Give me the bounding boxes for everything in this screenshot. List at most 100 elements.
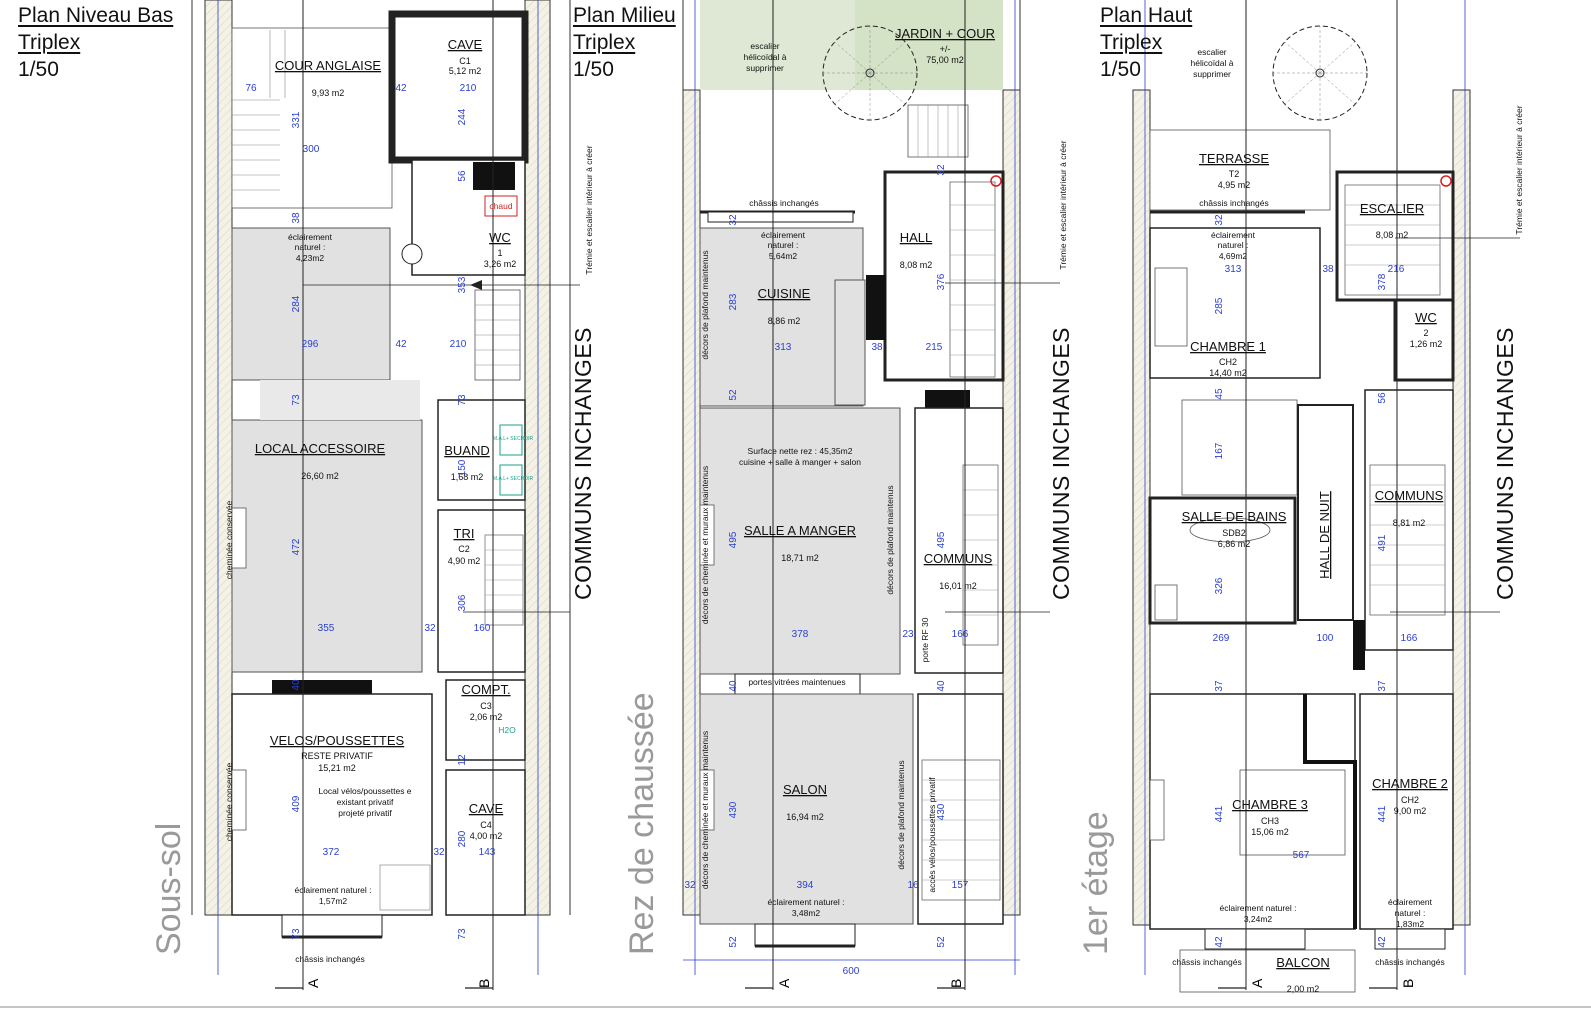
room-name: SALLE DE BAINS [1182, 509, 1287, 524]
plan-scale: 1/50 [18, 58, 59, 81]
room-name: HALL DE NUIT [1317, 491, 1332, 579]
room-area: 4,00 m2 [470, 831, 503, 841]
dimension: 160 [474, 623, 491, 634]
room-code: CH3 [1261, 816, 1279, 826]
note: naturel : [768, 240, 799, 250]
plan3-title-block: Plan Haut Triplex 1/50 [1100, 2, 1192, 83]
room-name: CHAMBRE 1 [1190, 339, 1266, 354]
room-code: C1 [459, 56, 471, 66]
note: décors de plafond maintenus [885, 485, 895, 594]
room-name: WC [1415, 310, 1437, 325]
room-note: RESTE PRIVATIF [301, 751, 373, 761]
note: hélicoïdal à [1190, 58, 1233, 68]
room-area: 9,93 m2 [312, 88, 345, 98]
dimension: 355 [318, 623, 335, 634]
plan1-dimensions: 76 331 300 42 210 244 56 38 284 296 42 2… [245, 83, 495, 940]
dimension: 37 [1377, 680, 1388, 692]
dimension: 296 [302, 339, 319, 350]
dimension: 52 [728, 936, 739, 948]
dimension: 441 [1214, 805, 1225, 822]
note: portes vitrées maintenues [748, 677, 845, 687]
dimension: 23 [902, 629, 914, 640]
room-area: 6,86 m2 [1218, 539, 1251, 549]
dimension: 409 [291, 795, 302, 812]
room-area: 16,01 m2 [939, 581, 977, 591]
dimension: 157 [952, 880, 969, 891]
room-area: 16,94 m2 [786, 812, 824, 822]
dimension: 567 [1293, 850, 1310, 861]
note: châssis inchangés [749, 198, 818, 208]
dimension: 32 [728, 214, 739, 226]
note: naturel : [1218, 240, 1249, 250]
dimension: 32 [1214, 214, 1225, 226]
dimension: 378 [792, 629, 809, 640]
room-name: WC [489, 230, 511, 245]
note: éclairement [761, 230, 806, 240]
note: 5,64m2 [769, 251, 798, 261]
note: cheminée conservée [224, 763, 234, 842]
dimension: 376 [936, 273, 947, 290]
dimension: 472 [291, 538, 302, 555]
communs-label: COMMUNS INCHANGES [570, 326, 596, 600]
dimension: 150 [457, 459, 468, 476]
dimension: 16 [907, 880, 919, 891]
note: 1,57m2 [319, 896, 348, 906]
room-code: C2 [458, 544, 470, 554]
note: châssis inchangés [1375, 957, 1444, 967]
dimension: 56 [1377, 392, 1388, 404]
room-code: SDB2 [1222, 528, 1246, 538]
plan-title: Plan Haut [1100, 4, 1193, 27]
dimension: 100 [1317, 633, 1334, 644]
note: projeté privatif [338, 808, 392, 818]
note: naturel : [1395, 908, 1426, 918]
room-area: 2,06 m2 [470, 712, 503, 722]
room-code: T2 [1229, 169, 1240, 179]
dimension: 32 [424, 623, 436, 634]
room-name: CAVE [469, 801, 504, 816]
plan3-dimensions: 32 313 38 216 378 285 45 167 56 491 326 … [1213, 214, 1418, 948]
note: escalier [1197, 47, 1226, 57]
room-code: C4 [480, 820, 492, 830]
communs-label: COMMUNS INCHANGES [1048, 326, 1074, 600]
room-name: JARDIN + COUR [895, 26, 995, 41]
note: décors de cheminée et muraux maintenus [700, 466, 710, 624]
section-marker: A [776, 978, 792, 988]
note: Local vélos/poussettes e [318, 786, 411, 796]
section-marker: A [305, 978, 321, 988]
note: naturel : [295, 242, 326, 252]
dimension: 73 [291, 394, 302, 406]
note: Trémie et escalier intérieur à créer [1058, 140, 1068, 269]
dimension: 37 [1214, 680, 1225, 692]
dimension: 491 [1377, 534, 1388, 551]
dimension: 495 [936, 531, 947, 548]
dimension: 42 [395, 83, 407, 94]
dimension: 300 [303, 144, 320, 155]
note: existant privatif [337, 797, 394, 807]
room-name: SALON [783, 782, 827, 797]
room-name: CUISINE [758, 286, 811, 301]
dimension: 244 [457, 108, 468, 125]
dimension: 280 [457, 830, 468, 847]
room-area: 4,90 m2 [448, 556, 481, 566]
dimension: 331 [291, 111, 302, 128]
plan2-title-block: Plan Milieu Triplex 1/50 [573, 2, 676, 83]
dimension: 42 [395, 339, 407, 350]
dimension: 284 [291, 295, 302, 312]
note: éclairement naturel : [767, 897, 844, 907]
plan-subtitle: Triplex [1100, 31, 1163, 54]
room-area: 8,81 m2 [1393, 518, 1426, 528]
plan1-labels: COUR ANGLAISE 9,93 m2 CAVE C1 5,12 m2 WC… [224, 37, 594, 964]
level-label-sous-sol: Sous-sol [150, 822, 188, 955]
communs-label: COMMUNS INCHANGES [1492, 326, 1518, 600]
note: éclairement [288, 232, 333, 242]
plan-scale: 1/50 [573, 58, 614, 81]
dimension: 38 [1322, 264, 1334, 275]
note: éclairement [1211, 230, 1256, 240]
note: supprimer [746, 63, 784, 73]
note: éclairement naturel : [1219, 903, 1296, 913]
plan-milieu [682, 0, 1060, 990]
room-name: TERRASSE [1199, 151, 1269, 166]
plan-scale: 1/50 [1100, 58, 1141, 81]
